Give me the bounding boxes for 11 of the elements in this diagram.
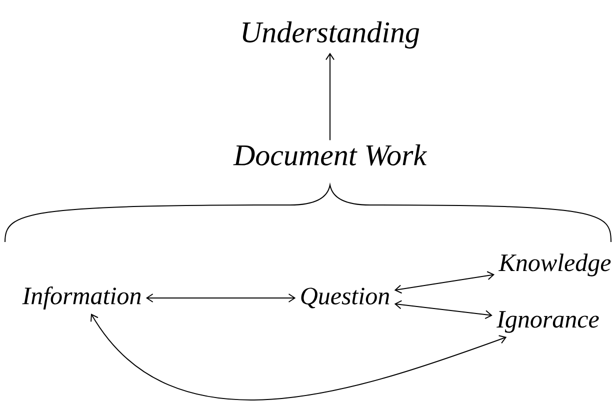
arrow	[90, 314, 507, 400]
word-label: Question	[301, 288, 390, 308]
arrow	[326, 52, 334, 141]
word-label: Ignorance	[496, 311, 599, 333]
arrow	[146, 294, 296, 302]
arrow	[394, 300, 492, 320]
word-label: Information	[22, 286, 141, 310]
word-label: Document Work	[233, 144, 427, 166]
word-label: Knowledge	[498, 254, 611, 276]
arrow	[394, 271, 495, 294]
word-label: Understanding	[242, 21, 420, 49]
